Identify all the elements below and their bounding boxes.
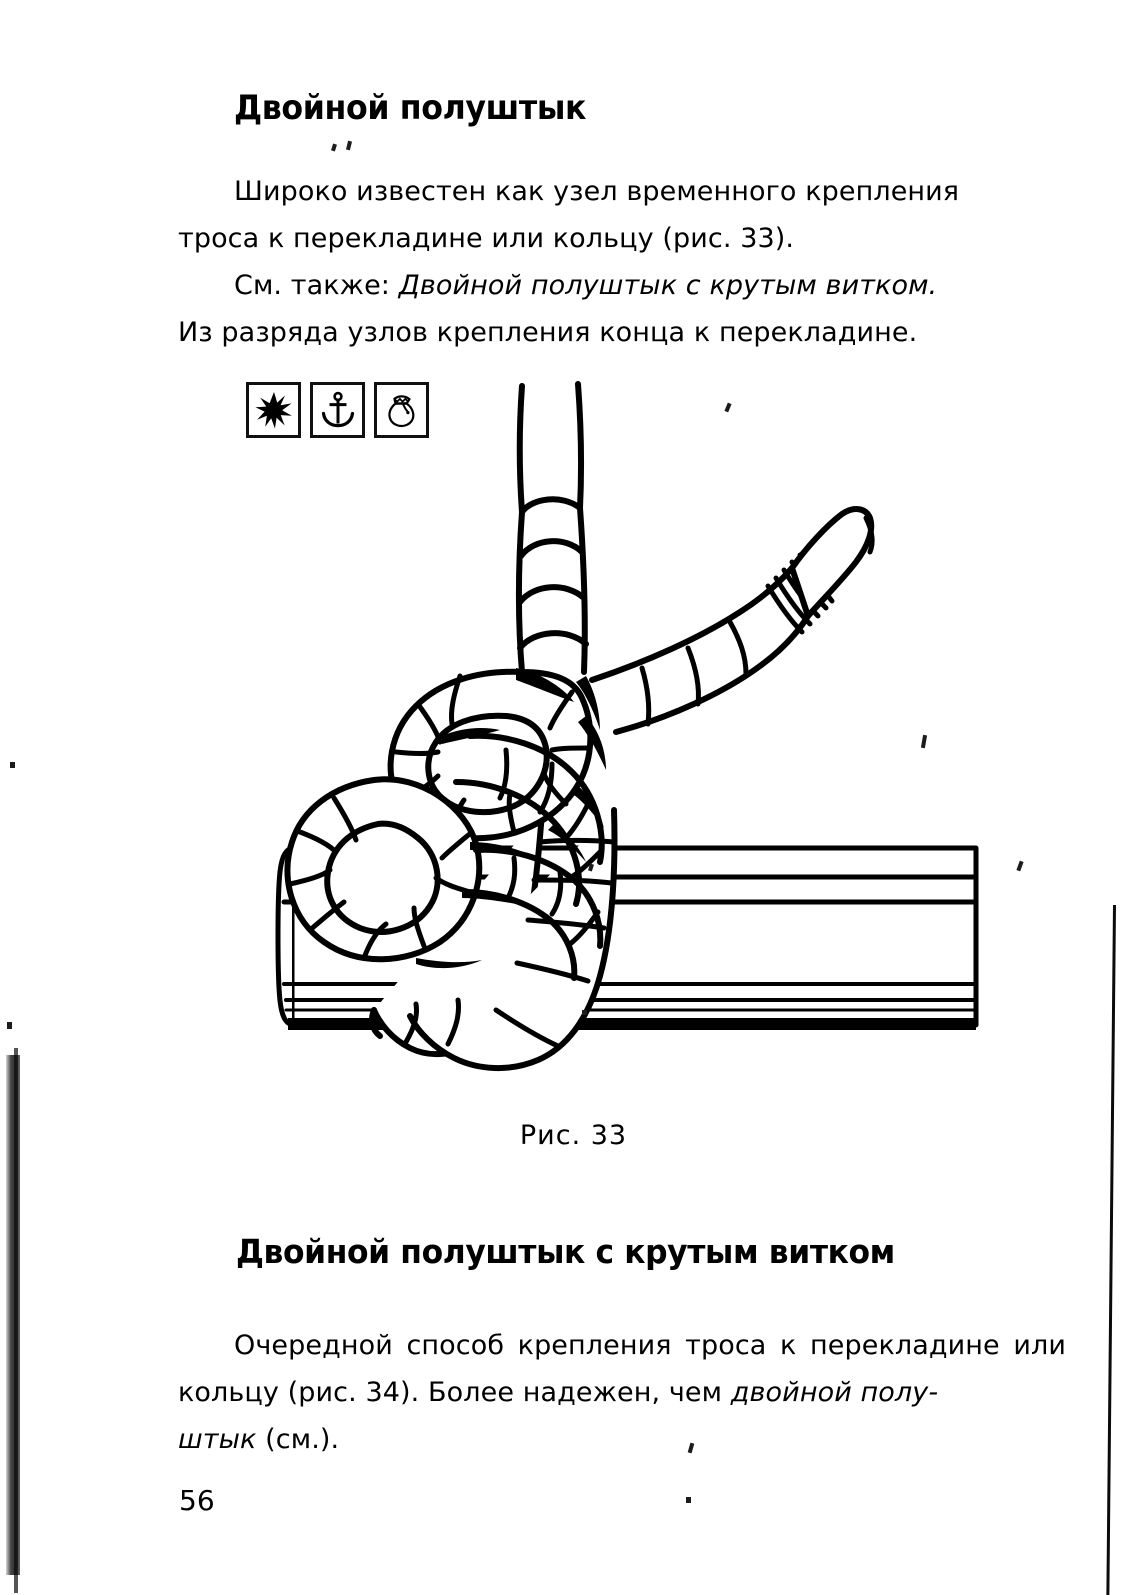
cross-reference-title-2: двойной полу-: [730, 1377, 939, 1408]
knot-lower-loop: [284, 776, 483, 963]
cross-reference-title: Двойной полуштык с крутым витком.: [398, 270, 938, 301]
scan-speck: [345, 140, 353, 151]
knot-shadow-wedges: [416, 668, 606, 969]
page-number: 56: [179, 1484, 215, 1517]
rope-working-end: [589, 506, 875, 735]
scan-speck: [331, 143, 337, 152]
paragraph-2-line-2: Из разряда узлов крепления конца к перек…: [178, 317, 918, 348]
paragraph-3-line-2: или кольцу (рис. 34). Более надежен, чем: [178, 1330, 1066, 1408]
scan-artifact-right-line: [1106, 904, 1116, 1595]
scan-artifact-left-line: [14, 1048, 18, 1593]
paragraph-3-line-3: штык (см.).: [178, 1416, 1066, 1463]
paragraph-1-line-2: троса к перекладине или кольцу (рис. 33)…: [178, 223, 795, 254]
knot-attribute-icons: [246, 382, 429, 438]
icon-box-star: [246, 382, 301, 438]
figure-caption: Рис. 33: [519, 1120, 628, 1151]
money-bag-icon: [382, 390, 422, 430]
scan-speck: [1016, 860, 1024, 872]
paragraph-3: Очередной способ крепления троса к перек…: [178, 1322, 1066, 1463]
anchor-icon: [318, 390, 358, 430]
paragraph-2: См. также: Двойной полуштык с крутым вит…: [178, 262, 1066, 356]
figure-knot-illustration: [270, 380, 1010, 1110]
paragraph-3-tail: (см.).: [256, 1424, 340, 1455]
star-burst-icon: [254, 390, 294, 430]
scan-speck: [7, 1022, 12, 1029]
section-heading-1: Двойной полуштык: [234, 88, 587, 128]
paragraph-3-line-1: Очередной способ крепления троса к перек…: [234, 1330, 1000, 1361]
rope-standing-part: [516, 381, 589, 675]
icon-box-anchor: [310, 382, 365, 438]
scan-speck: [10, 762, 15, 768]
section-heading-2: Двойной полуштык с крутым витком: [236, 1232, 895, 1271]
scan-speck: [686, 1497, 691, 1503]
scan-speck: [582, 1010, 587, 1015]
paragraph-2-lead-in: См. также:: [234, 270, 399, 301]
cross-reference-title-3: штык: [178, 1424, 257, 1455]
paragraph-1-line-1: Широко известен как узел временного креп…: [234, 176, 960, 207]
paragraph-1: Широко известен как узел временного креп…: [178, 168, 1066, 262]
icon-box-money-bag: [374, 382, 429, 438]
